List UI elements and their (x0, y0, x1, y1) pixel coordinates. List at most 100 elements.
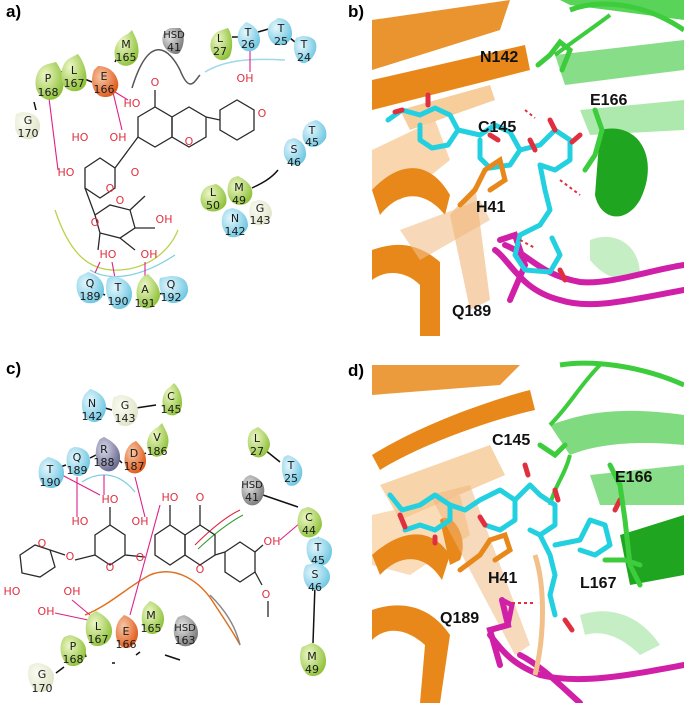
svg-text:46: 46 (308, 581, 322, 594)
hydroxyl-5: HO (162, 491, 179, 504)
residue-m165: M 165 (141, 601, 164, 635)
svg-text:41: 41 (167, 41, 181, 54)
svg-text:166: 166 (116, 638, 137, 651)
svg-text:190: 190 (108, 295, 129, 308)
svg-text:189: 189 (80, 290, 101, 303)
svg-text:C: C (167, 390, 175, 403)
sugar2-ring-oxygen: O (116, 194, 125, 207)
residue-q189: Q 189 (67, 447, 90, 477)
svg-text:191: 191 (135, 297, 156, 310)
residue-t190: T 190 (38, 457, 64, 489)
sugar-hydroxyl-left: HO (72, 515, 89, 528)
svg-text:M: M (234, 181, 244, 194)
svg-text:170: 170 (32, 682, 53, 695)
residue-l167: L 167 (61, 54, 87, 92)
hydrophobic-contour-orange (84, 571, 241, 646)
svg-text:T: T (244, 26, 252, 39)
svg-text:G: G (121, 399, 130, 412)
residue-t190: T 190 (106, 276, 132, 310)
methoxy-oxygen: O (262, 588, 271, 601)
residue-t45: T 45 (302, 120, 327, 149)
residue-t25: T 25 (281, 455, 303, 486)
ligand-sticks (387, 482, 613, 618)
svg-text:189: 189 (67, 464, 88, 477)
rhamnose-hydroxyl-3: OH (38, 605, 55, 618)
svg-text:45: 45 (305, 136, 319, 149)
svg-text:L: L (254, 432, 261, 445)
ring-oxygen: O (185, 135, 194, 148)
residue-m49: M 49 (227, 176, 253, 207)
svg-text:44: 44 (302, 524, 316, 537)
protein-domain1-cartoon (372, 365, 535, 703)
rhamnose-hydroxyl-1: HO (4, 585, 21, 598)
svg-text:192: 192 (161, 291, 182, 304)
hydrogen-bonds (54, 474, 301, 621)
residue-label-c145: C145 (478, 119, 516, 136)
svg-text:S: S (291, 143, 298, 156)
svg-text:P: P (45, 72, 52, 85)
pi-interaction-red (194, 509, 241, 546)
residue-g143: G 143 (249, 200, 272, 227)
carbonyl-oxygen: O (151, 76, 160, 89)
residue-g170: G 170 (14, 112, 40, 140)
sugar-hydroxyl-top: HO (102, 493, 119, 506)
svg-text:G: G (24, 114, 33, 127)
sugar1-ring-oxygen: O (106, 182, 115, 195)
ligand-oxygens (392, 92, 583, 283)
residue-d187: D 187 (124, 441, 146, 474)
sugar2-hydroxyl-3: OH (141, 248, 158, 261)
sugar-ring-oxygen: O (106, 561, 115, 574)
pi-interaction-green (197, 514, 244, 550)
sugar-hydroxyl-right: OH (132, 515, 149, 528)
residue-hsd163: HSD 163 (173, 615, 198, 647)
residue-label-l167: L167 (580, 575, 617, 592)
svg-text:188: 188 (94, 456, 115, 469)
svg-text:142: 142 (82, 410, 103, 423)
svg-text:49: 49 (232, 194, 246, 207)
svg-text:M: M (121, 38, 131, 51)
residue-hsd41: HSD 41 (241, 475, 265, 506)
svg-text:N: N (88, 397, 96, 410)
residue-c44: C 44 (297, 507, 322, 538)
svg-text:Q: Q (86, 277, 95, 290)
n142-e166-sidechains (535, 38, 605, 173)
panel-b-svg: N142 E166 C145 H41 Q189 (372, 0, 684, 336)
svg-text:T: T (287, 459, 295, 472)
residue-v186: V 186 (147, 423, 169, 458)
q189-sidechain (499, 597, 515, 628)
sugar1-hydroxyl-1: HO (72, 131, 89, 144)
protein-domain1-cartoon (372, 0, 530, 336)
panel-c-svg: HO O O OH O HO HO OH O O O O HO OH OH (4, 383, 332, 695)
linker-oxygen: O (66, 550, 75, 563)
c145-e166-l167-sidechains (537, 442, 643, 588)
residue-t24: T 24 (293, 36, 317, 64)
residue-g143: G 143 (112, 395, 138, 427)
residue-e166: E 166 (116, 615, 138, 651)
panel-label-b: b) (348, 2, 365, 21)
svg-text:168: 168 (38, 86, 59, 99)
glycosidic-oxygen: O (136, 551, 145, 564)
hydroxyl-b-ring: OH (237, 72, 254, 85)
residue-label-q189: Q189 (452, 303, 491, 320)
residue-q192: Q 192 (159, 276, 188, 304)
svg-text:L: L (95, 620, 102, 633)
residue-label-e166: E166 (590, 92, 627, 109)
svg-text:25: 25 (284, 472, 298, 485)
residue-t45: T 45 (306, 537, 332, 567)
svg-text:L: L (71, 64, 78, 77)
panel-label-d: d) (348, 361, 365, 380)
residue-p168: P 168 (60, 635, 86, 667)
protein-domain2-cartoon (548, 360, 684, 655)
hydroxyl-b-ring: OH (264, 535, 281, 548)
carbonyl-oxygen: O (196, 491, 205, 504)
panel-label-a: a) (6, 2, 22, 21)
svg-text:T: T (114, 281, 122, 294)
svg-text:T: T (46, 463, 54, 476)
residue-g170: G 170 (28, 663, 54, 695)
residue-label-n142: N142 (480, 49, 518, 66)
residue-s46: S 46 (283, 138, 306, 169)
svg-text:26: 26 (241, 38, 255, 51)
svg-text:167: 167 (88, 633, 109, 646)
methoxy-oxygen: O (258, 107, 267, 120)
svg-text:25: 25 (274, 35, 288, 48)
